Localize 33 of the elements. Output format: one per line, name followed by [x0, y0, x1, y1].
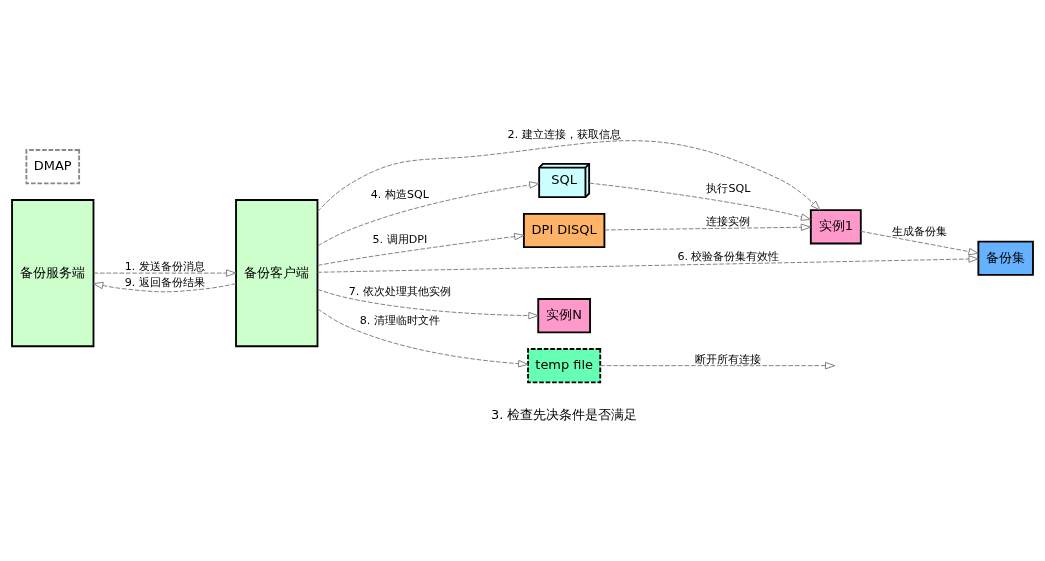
edge-label: 连接实例 — [706, 214, 751, 228]
node-box: 实例N — [537, 298, 591, 334]
arrow — [604, 223, 811, 231]
edge-label: 断开所有连接 — [695, 352, 762, 366]
node-box: DPI DISQL — [522, 212, 606, 249]
arrow — [317, 255, 979, 273]
edge-label: 7. 依次处理其他实例 — [348, 284, 451, 298]
edge-label: 5. 调用DPI — [372, 233, 428, 247]
arrow — [589, 182, 812, 221]
edge-label: 6. 校验备份集有效性 — [677, 249, 780, 263]
arrow — [317, 232, 525, 266]
arrow — [317, 288, 539, 320]
edge-label: 4. 构造SQL — [370, 187, 429, 201]
node-box: 备份服务端 — [11, 199, 95, 348]
node-box: DMAP — [25, 149, 81, 185]
arrow — [93, 269, 237, 277]
node-box: 实例1 — [809, 209, 862, 245]
edge-label: 1. 发送备份消息 — [124, 259, 205, 273]
edge-label: 生成备份集 — [892, 224, 948, 238]
edge-label: 8. 清理临时文件 — [359, 313, 440, 327]
label: 3. 检查先决条件是否满足 — [490, 407, 638, 423]
edge-label: 9. 返回备份结果 — [124, 275, 205, 289]
edge-label: 2. 建立连接，获取信息 — [507, 127, 621, 141]
arrow — [860, 230, 979, 256]
arrow — [599, 361, 836, 370]
edge-label: 执行SQL — [706, 182, 751, 196]
node-box: temp file — [527, 348, 602, 384]
arrow — [317, 308, 529, 368]
node-box: 备份客户端 — [235, 199, 319, 348]
arrow — [317, 181, 540, 247]
arrow — [93, 281, 237, 293]
node-box: 备份集 — [977, 240, 1034, 276]
arrow — [317, 140, 821, 213]
